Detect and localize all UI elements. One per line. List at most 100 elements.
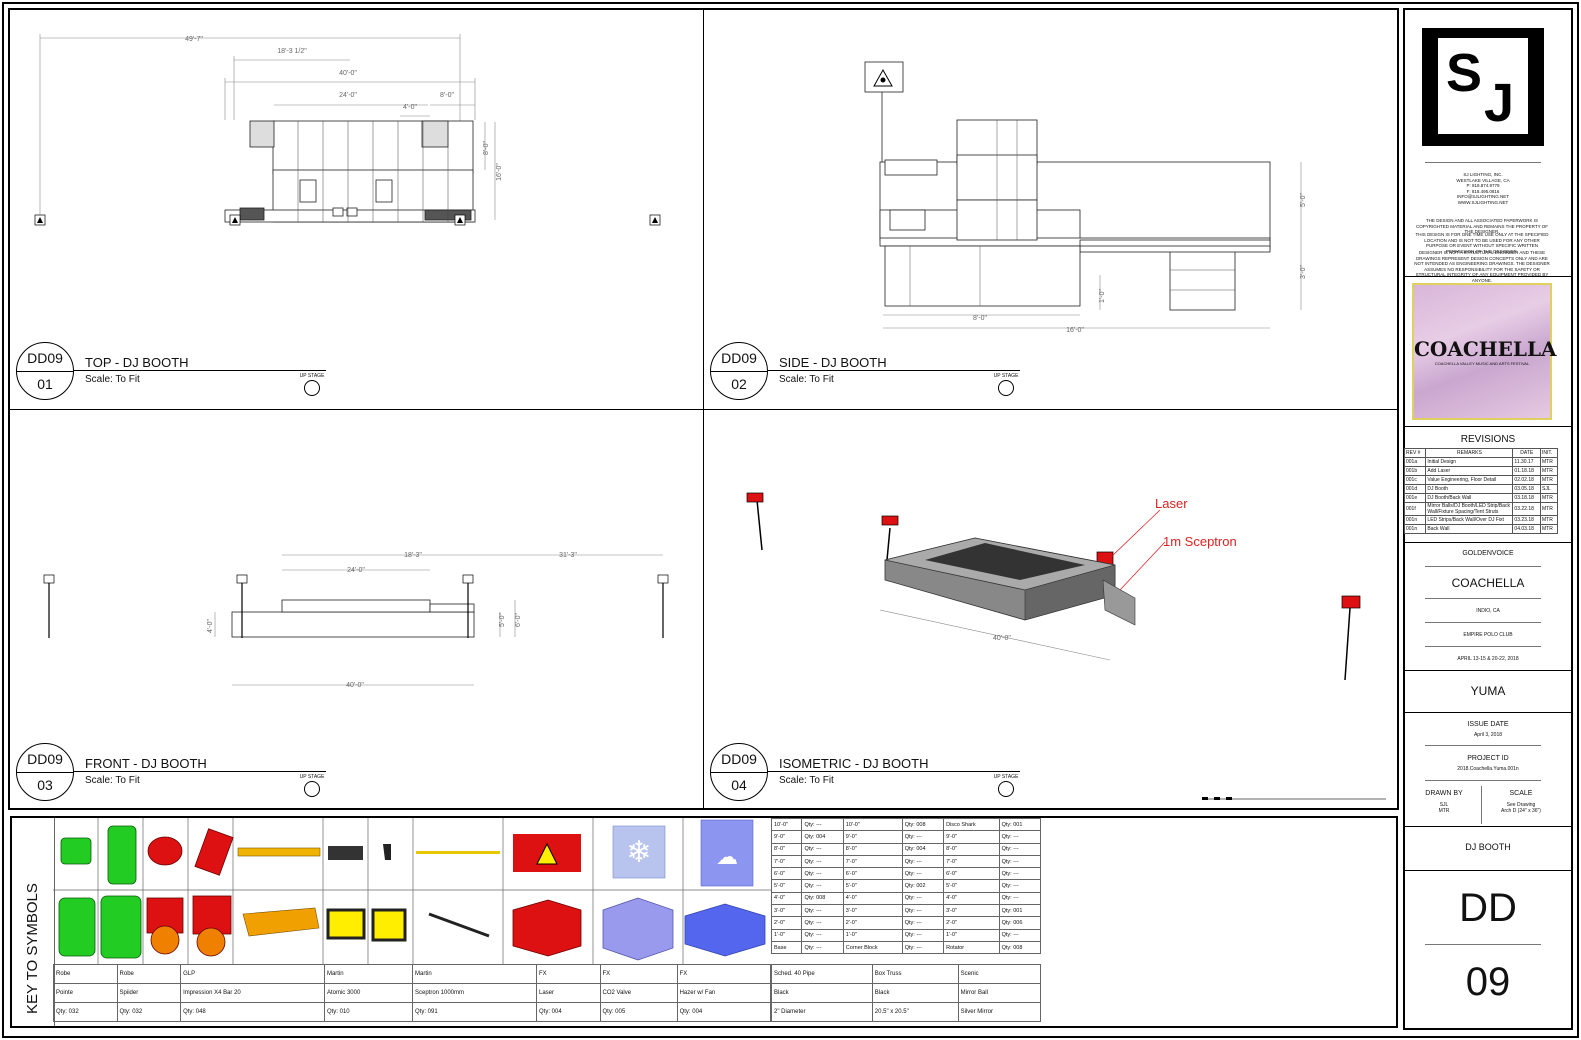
- pipe-table-cell: Qty: 008: [901, 817, 945, 832]
- copyright-notice: THE DESIGN AND ALL ASSOCIATED PAPERWORK …: [1415, 218, 1549, 234]
- viewport-scale: Scale: To Fit: [85, 775, 140, 786]
- side-dim-0: 8'-0": [973, 315, 987, 322]
- event-dates: APRIL 13-15 & 20-22, 2018: [1457, 656, 1519, 662]
- north-arrow-icon: [998, 781, 1014, 797]
- graphic-scale: [1202, 797, 1386, 800]
- issue-date: April 3, 2018: [1473, 732, 1503, 738]
- viewport-title-text: ISOMETRIC - DJ BOOTH: [779, 756, 929, 771]
- north-arrow-icon: [998, 380, 1014, 396]
- pipe-table-cell: 5'-0": [943, 879, 1000, 893]
- viewport-scale: Scale: To Fit: [779, 775, 834, 786]
- key-to-symbols: KEY TO SYMBOLS: [10, 816, 1398, 1028]
- pipe-table-cell: 4'-0": [842, 891, 903, 906]
- pipe-table-cell: Qty: ---: [801, 842, 844, 856]
- north-arrow-icon: [304, 781, 320, 797]
- pipe-table-cell: 8'-0": [842, 842, 903, 856]
- scale-label: SCALE: [1509, 790, 1533, 797]
- side-dim-4: 1'-0": [1099, 289, 1106, 303]
- pipe-table-cell: Qty: ---: [998, 830, 1042, 844]
- side-dim-3: 3'-0": [1300, 265, 1307, 279]
- project-id-label: PROJECT ID: [1467, 755, 1509, 762]
- top-dim-0: 49'-7": [185, 36, 203, 43]
- pipe-table-cell: Qty: ---: [801, 916, 844, 930]
- front-dim-6: 40'-0": [346, 682, 364, 689]
- fixture-symbols: ❄ ☁: [53, 818, 771, 964]
- top-view-drawing: 49'-7" 18'-3 1/2" 40'-0" 24'-0" 8'-0" 4'…: [34, 34, 661, 226]
- pipe-table-cell: 6'-0": [943, 867, 1000, 881]
- project-id: 2018.Coachella.Yuma.001n: [1457, 766, 1519, 772]
- scale-value-2: Arch D (24" x 36"): [1501, 808, 1541, 814]
- pipe-table-cell: Qty: ---: [998, 842, 1042, 856]
- pipe-table-cell: 2'-0": [943, 916, 1000, 930]
- viewport-title-text: FRONT - DJ BOOTH: [85, 756, 207, 771]
- svg-text:❄: ❄: [626, 836, 651, 869]
- pipe-table-cell: Qty: 008: [998, 940, 1042, 955]
- pipe-table-row: 6'-0"Qty: ---6'-0"Qty: ---6'-0"Qty: ---: [770, 867, 1042, 881]
- event-venue: EMPIRE POLO CLUB: [1463, 632, 1513, 638]
- pipe-table-cell: Qty: ---: [901, 916, 945, 930]
- revisions-title: REVISIONS: [1460, 434, 1516, 445]
- pipe-table-cell: Qty: 004: [901, 842, 945, 856]
- drawn-by-label: DRAWN BY: [1425, 790, 1463, 797]
- sj-logo: S J: [1422, 28, 1544, 146]
- front-view-drawing: 18'-3" 31'-3" 24'-0" 4'-0" 5'-0" 6'-0" 4…: [43, 552, 669, 689]
- scale-value-1: See Drawing: [1506, 802, 1536, 808]
- side-view-drawing: 8'-0" 16'-0" 5'-0" 3'-0" 1'-0": [864, 61, 1307, 334]
- pipe-table-cell: 4'-0": [943, 891, 1000, 906]
- pipe-table-cell: Qty: 004: [801, 830, 844, 844]
- pipe-table-cell: Qty: 002: [901, 879, 945, 893]
- pipe-table-cell: Qty: 001: [998, 904, 1042, 918]
- pipe-table-row: 1'-0"Qty: ---1'-0"Qty: ---1'-0"Qty: ---: [770, 928, 1042, 942]
- sheet-title: DJ BOOTH: [1465, 842, 1511, 852]
- viewport-divider-h: [9, 409, 1398, 410]
- pipe-table-cell: Qty: ---: [998, 867, 1042, 881]
- top-dim-4: 8'-0": [440, 92, 454, 99]
- pipe-table-cell: 7'-0": [770, 854, 803, 869]
- pipe-table-cell: 3'-0": [770, 904, 803, 918]
- liability-notice: DESIGNER IS NOT A STRUCTURAL ENGINEER AN…: [1414, 250, 1550, 283]
- pipe-table-cell: Corner Block: [842, 940, 903, 955]
- sheet-prefix: DD: [1459, 886, 1517, 930]
- pipe-table-cell: Qty: ---: [901, 891, 945, 906]
- front-dim-4: 5'-0": [499, 613, 506, 627]
- pipe-table-row: 7'-0"Qty: ---7'-0"Qty: ---7'-0"Qty: ---: [770, 854, 1042, 869]
- pipe-table-cell: Disco Shark: [943, 817, 1000, 832]
- pipe-table-cell: Qty: ---: [801, 928, 844, 942]
- front-dim-2: 24'-0": [347, 567, 365, 574]
- sheet-number: 09: [1465, 960, 1511, 1004]
- pipe-table-cell: 1'-0": [770, 928, 803, 942]
- top-dim-3: 24'-0": [339, 92, 357, 99]
- pipe-table-cell: 5'-0": [842, 879, 903, 893]
- stage-name: YUMA: [1470, 684, 1506, 698]
- pipe-table-cell: Qty: ---: [998, 891, 1042, 906]
- pipe-table-cell: 8'-0": [770, 842, 803, 856]
- pipe-table-cell: Qty: 006: [998, 916, 1042, 930]
- pipe-table-cell: 2'-0": [770, 916, 803, 930]
- pipe-table-cell: 3'-0": [943, 904, 1000, 918]
- pipe-table-cell: Qty: ---: [801, 940, 844, 955]
- isometric-view-drawing: Laser 1m Sceptron 40'-0": [746, 492, 1361, 681]
- pipe-table-cell: Qty: 008: [801, 891, 844, 906]
- pipe-table-cell: 7'-0": [943, 854, 1000, 869]
- north-arrow-icon: [304, 380, 320, 396]
- top-dim-1: 18'-3 1/2": [277, 48, 307, 55]
- pipe-table-cell: Qty: ---: [801, 854, 844, 869]
- pipe-table-cell: 5'-0": [770, 879, 803, 893]
- front-dim-0: 18'-3": [404, 552, 422, 559]
